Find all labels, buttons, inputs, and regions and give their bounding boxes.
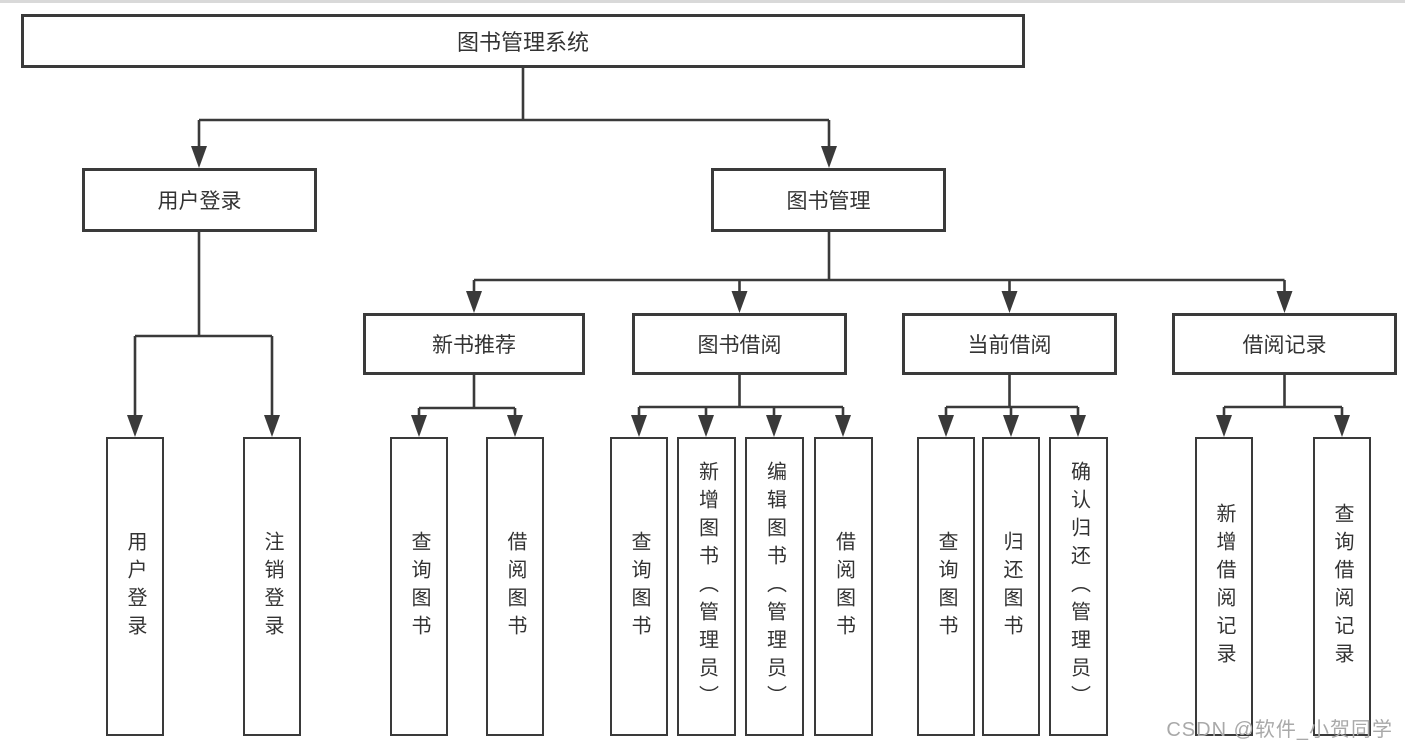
node-book-management: 图书管理 [711, 168, 946, 232]
node-new-book-recommend: 新书推荐 [363, 313, 585, 375]
node-leaf-query-books-current-label: 查询图书 [935, 530, 957, 643]
node-leaf-return-book: 归还图书 [982, 437, 1040, 736]
node-leaf-query-borrow-record: 查询借阅记录 [1313, 437, 1371, 736]
node-leaf-add-borrow-record-label: 新增借阅记录 [1213, 502, 1235, 671]
node-leaf-borrow-books-recommend-label: 借阅图书 [504, 530, 526, 643]
node-borrow-records: 借阅记录 [1172, 313, 1397, 375]
node-leaf-query-books-borrow: 查询图书 [610, 437, 668, 736]
node-library-system-label: 图书管理系统 [456, 30, 589, 55]
watermark: CSDN @软件_小贺同学 [1166, 719, 1393, 741]
node-book-borrow-label: 图书借阅 [697, 334, 782, 357]
node-leaf-add-borrow-record: 新增借阅记录 [1195, 437, 1253, 736]
node-book-management-label: 图书管理 [786, 190, 871, 213]
node-current-borrow-label: 当前借阅 [967, 334, 1052, 357]
node-leaf-borrow-book-label: 借阅图书 [832, 530, 855, 643]
node-new-book-recommend-label: 新书推荐 [432, 334, 516, 357]
node-user-login-label: 用户登录 [157, 190, 242, 213]
node-book-borrow: 图书借阅 [632, 313, 847, 375]
node-borrow-records-label: 借阅记录 [1242, 334, 1327, 357]
node-user-login: 用户登录 [82, 168, 317, 232]
node-leaf-user-login: 用户登录 [106, 437, 164, 736]
node-leaf-return-book-label: 归还图书 [1000, 530, 1022, 643]
node-library-system: 图书管理系统 [21, 14, 1025, 68]
node-leaf-query-books-borrow-label: 查询图书 [628, 530, 650, 643]
node-leaf-edit-book-admin-label: 编辑图书（管理员） [763, 460, 786, 713]
node-leaf-query-books-recommend-label: 查询图书 [408, 530, 430, 643]
node-leaf-confirm-return-admin: 确认归还（管理员） [1049, 437, 1108, 736]
node-leaf-borrow-books-recommend: 借阅图书 [486, 437, 544, 736]
node-leaf-confirm-return-admin-label: 确认归还（管理员） [1067, 460, 1090, 713]
node-leaf-edit-book-admin: 编辑图书（管理员） [745, 437, 804, 736]
node-leaf-add-book-admin-label: 新增图书（管理员） [695, 460, 718, 713]
node-leaf-query-books-current: 查询图书 [917, 437, 975, 736]
node-leaf-query-books-recommend: 查询图书 [390, 437, 448, 736]
top-edge-line [0, 0, 1405, 3]
node-current-borrow: 当前借阅 [902, 313, 1117, 375]
node-leaf-add-book-admin: 新增图书（管理员） [677, 437, 736, 736]
node-leaf-borrow-book: 借阅图书 [814, 437, 873, 736]
node-leaf-user-login-label: 用户登录 [124, 530, 146, 643]
node-leaf-query-borrow-record-label: 查询借阅记录 [1331, 502, 1353, 671]
node-leaf-logout: 注销登录 [243, 437, 301, 736]
node-leaf-logout-label: 注销登录 [261, 530, 283, 643]
